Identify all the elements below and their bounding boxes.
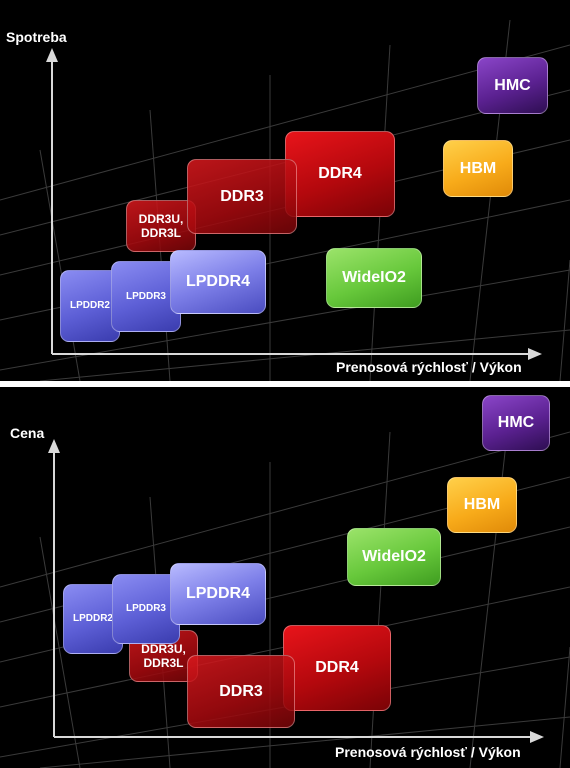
x-axis-label: Prenosová rýchlosť / Výkon [335, 744, 521, 760]
wideio2-box: WideIO2 [347, 528, 441, 586]
hmc-label: HMC [497, 414, 535, 432]
hmc-box: HMC [477, 57, 548, 114]
axes [48, 439, 544, 743]
lpddr3-label: LPDDR3 [125, 290, 166, 302]
y-axis-label: Cena [10, 425, 45, 441]
hmc-label: HMC [494, 76, 531, 94]
ddr3-label: DDR3 [219, 682, 263, 700]
lpddr4-label: LPDDR4 [185, 585, 250, 603]
lpddr4-label: LPDDR4 [185, 273, 250, 291]
ddr4-label: DDR4 [318, 165, 362, 183]
ddr3-box: DDR3 [187, 655, 295, 728]
ddr3-label: DDR3 [220, 187, 264, 205]
wideio2-label: WideIO2 [342, 269, 406, 287]
hbm-label: HBM [463, 496, 501, 514]
y-axis-label: Spotreba [6, 29, 67, 45]
price-chart-panel: Cena Prenosová rýchlosť / Výkon HMC HBM … [0, 387, 570, 768]
hbm-label: HBM [459, 159, 497, 177]
ddr3u-label: DDR3U, DDR3L [138, 211, 184, 240]
x-axis-label: Prenosová rýchlosť / Výkon [336, 359, 522, 375]
lpddr3-box: LPDDR3 [111, 261, 181, 332]
ddr3u-box: DDR3U, DDR3L [126, 200, 196, 252]
ddr4-box: DDR4 [283, 625, 391, 711]
hbm-box: HBM [443, 140, 513, 197]
axes [46, 48, 542, 360]
ddr3-box: DDR3 [187, 159, 297, 234]
hmc-box: HMC [482, 395, 550, 451]
ddr4-label: DDR4 [315, 659, 359, 677]
lpddr4-box: LPDDR4 [170, 250, 266, 314]
wideio2-box: WideIO2 [326, 248, 422, 308]
lpddr3-label: LPDDR3 [125, 603, 166, 614]
lpddr2-label: LPDDR2 [72, 613, 113, 624]
ddr4-box: DDR4 [285, 131, 395, 217]
lpddr3-box: LPDDR3 [112, 574, 180, 644]
power-chart-panel: Spotreba Prenosová rýchlosť / Výkon HMC … [0, 0, 570, 381]
lpddr2-box: LPDDR2 [60, 270, 120, 342]
lpddr4-box: LPDDR4 [170, 563, 266, 625]
hbm-box: HBM [447, 477, 517, 533]
wideio2-label: WideIO2 [362, 548, 426, 566]
ddr3u-label: DDR3U, DDR3L [141, 641, 186, 670]
lpddr2-label: LPDDR2 [69, 300, 110, 311]
